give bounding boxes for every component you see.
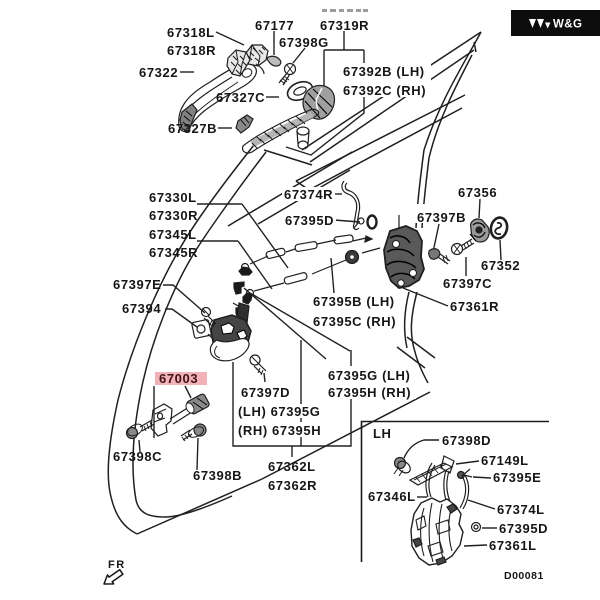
svg-text:67362R: 67362R: [268, 478, 317, 493]
svg-text:W&G: W&G: [553, 19, 582, 31]
svg-text:67395H (RH): 67395H (RH): [328, 385, 411, 400]
svg-text:67395D: 67395D: [285, 213, 334, 228]
svg-text:FR: FR: [108, 559, 126, 571]
svg-text:67330L: 67330L: [149, 190, 197, 205]
svg-text:67398B: 67398B: [193, 468, 242, 483]
svg-text:67395B (LH): 67395B (LH): [313, 294, 395, 309]
svg-text:67352: 67352: [481, 258, 520, 273]
svg-text:67395C (RH): 67395C (RH): [313, 314, 396, 329]
svg-text:D00081: D00081: [504, 570, 544, 582]
svg-text:67395D: 67395D: [499, 521, 548, 536]
svg-text:67397B: 67397B: [417, 210, 466, 225]
svg-text:67327B: 67327B: [168, 121, 217, 136]
svg-text:67356: 67356: [458, 185, 497, 200]
svg-text:67395G (LH): 67395G (LH): [328, 368, 410, 383]
svg-text:67395E: 67395E: [493, 470, 541, 485]
svg-text:67149L: 67149L: [481, 453, 529, 468]
svg-text:67398D: 67398D: [442, 433, 491, 448]
svg-text:67374R: 67374R: [284, 187, 333, 202]
svg-text:67318L: 67318L: [167, 25, 215, 40]
svg-text:(RH) 67395H: (RH) 67395H: [238, 423, 321, 438]
svg-text:67345R: 67345R: [149, 245, 198, 260]
svg-text:67319R: 67319R: [320, 18, 369, 33]
svg-text:LH: LH: [373, 426, 392, 441]
svg-text:67361L: 67361L: [489, 538, 537, 553]
svg-text:67327C: 67327C: [216, 90, 265, 105]
svg-text:67346L: 67346L: [368, 489, 416, 504]
svg-text:67397C: 67397C: [443, 276, 492, 291]
svg-text:67397E: 67397E: [113, 277, 161, 292]
svg-text:67394: 67394: [122, 301, 161, 316]
svg-text:67318R: 67318R: [167, 43, 216, 58]
svg-text:67398C: 67398C: [113, 449, 162, 464]
svg-text:67392C (RH): 67392C (RH): [343, 83, 426, 98]
svg-text:67330R: 67330R: [149, 208, 198, 223]
svg-text:67398G: 67398G: [279, 35, 329, 50]
svg-text:67362L: 67362L: [268, 459, 316, 474]
svg-text:(LH) 67395G: (LH) 67395G: [238, 404, 320, 419]
svg-text:67397D: 67397D: [241, 385, 290, 400]
svg-text:67003: 67003: [159, 371, 198, 386]
svg-text:67392B (LH): 67392B (LH): [343, 64, 425, 79]
svg-text:67361R: 67361R: [450, 299, 499, 314]
svg-text:67374L: 67374L: [497, 502, 545, 517]
svg-text:67345L: 67345L: [149, 227, 197, 242]
svg-text:67177: 67177: [255, 18, 294, 33]
svg-text:67322: 67322: [139, 65, 178, 80]
